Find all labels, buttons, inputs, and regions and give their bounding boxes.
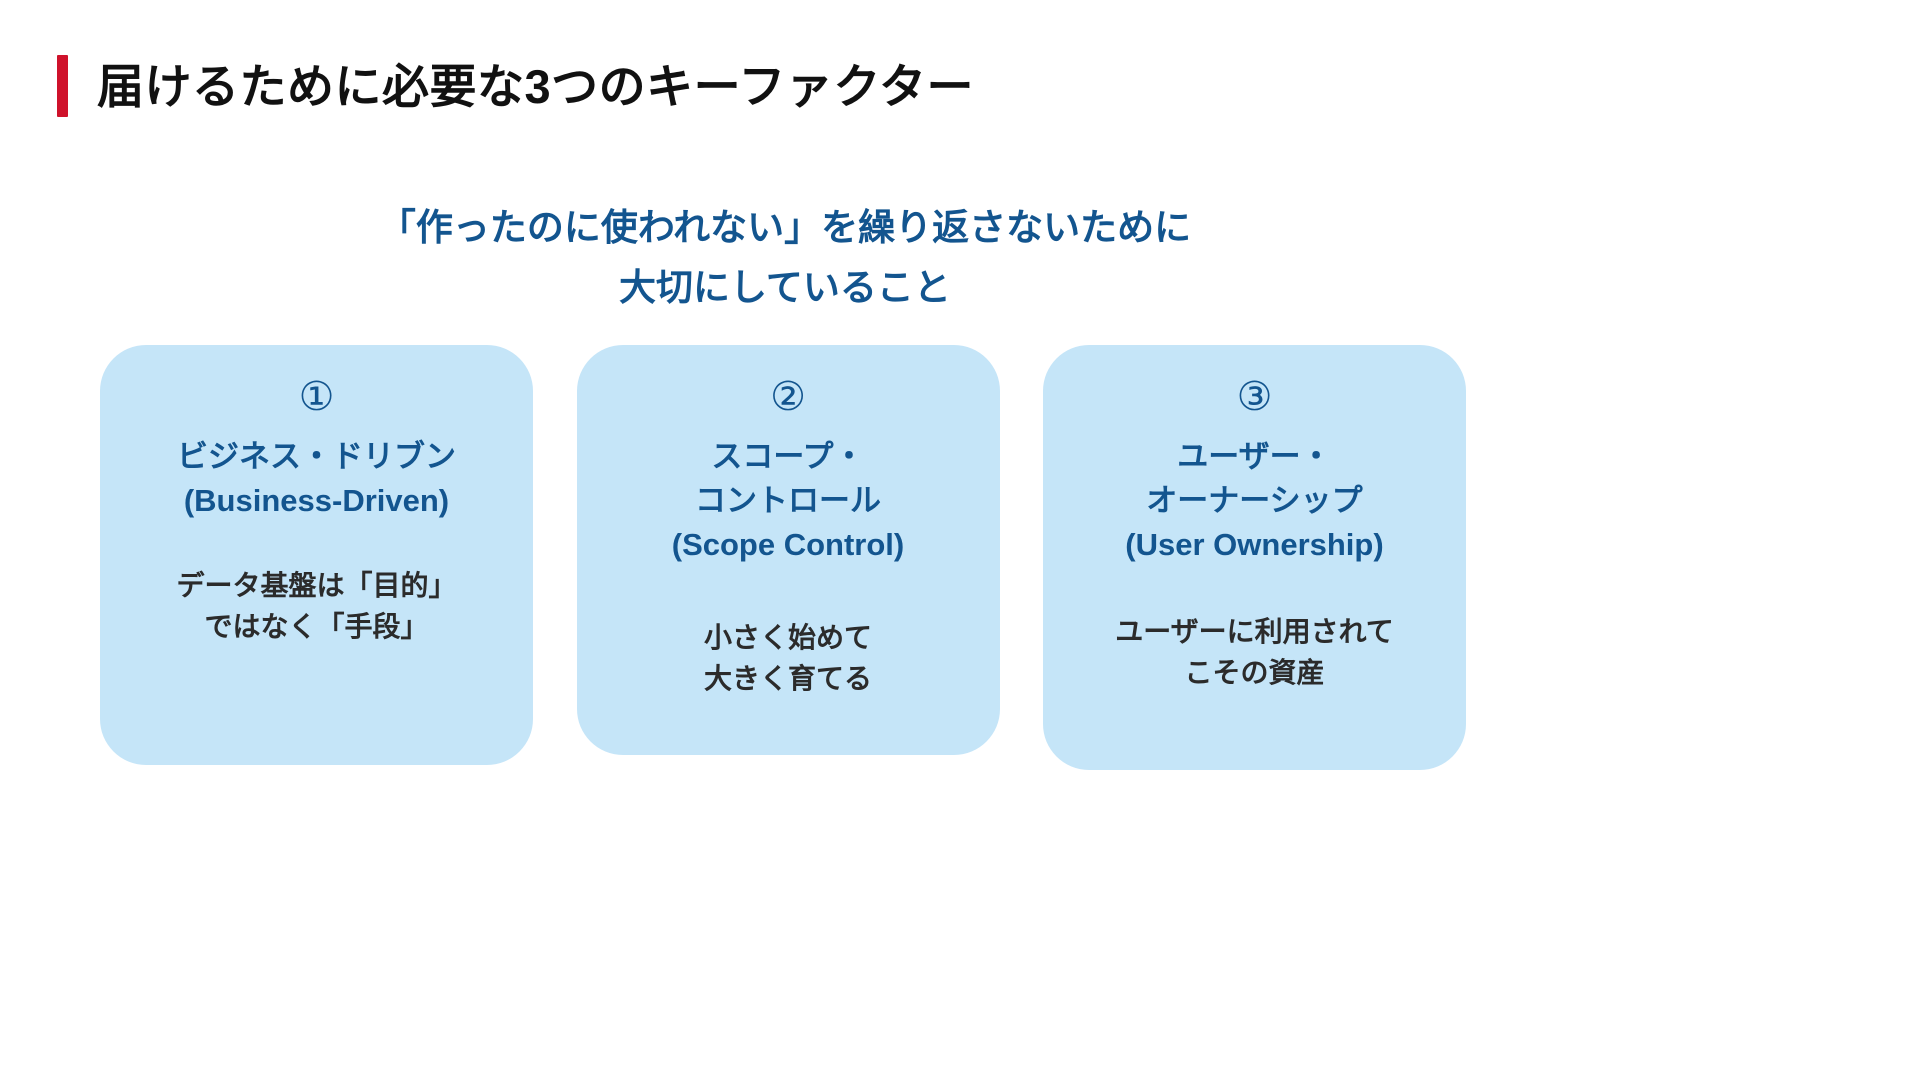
key-factor-card-1: ① ビジネス・ドリブン (Business-Driven) データ基盤は「目的」… — [100, 345, 533, 765]
key-factor-cards: ① ビジネス・ドリブン (Business-Driven) データ基盤は「目的」… — [100, 345, 1466, 770]
card-1-description: データ基盤は「目的」 ではなく「手段」 — [176, 565, 456, 648]
title-accent-bar — [57, 55, 68, 117]
card-2-number-badge: ② — [770, 374, 806, 420]
card-1-title-line-1: ビジネス・ドリブン — [177, 439, 456, 474]
card-2-title-line-1: スコープ・ — [711, 439, 865, 474]
card-2-title-line-3: (Scope Control) — [671, 527, 905, 563]
card-1-title: ビジネス・ドリブン (Business-Driven) — [177, 435, 456, 523]
card-1-desc-line-1: データ基盤は「目的」 — [176, 570, 457, 602]
page-title: 届けるために必要な3つのキーファクター — [57, 52, 974, 120]
card-2-desc-line-1: 小さく始めて — [703, 622, 872, 654]
card-3-desc-line-1: ユーザーに利用されて — [1115, 616, 1394, 648]
card-3-number-badge: ③ — [1236, 374, 1273, 420]
card-3-title-line-3: (User Ownership) — [1125, 527, 1384, 563]
card-3-title-line-2: オーナーシップ — [1146, 483, 1363, 519]
subtitle: 「作ったのに使われない」を繰り返さないために 大切にしていること — [0, 198, 1570, 318]
card-1-desc-line-2: ではなく「手段」 — [204, 611, 429, 643]
page-title-text: 届けるために必要な3つのキーファクター — [97, 59, 974, 113]
card-3-description: ユーザーに利用されて こその資産 — [1115, 611, 1394, 694]
card-2-description: 小さく始めて 大きく育てる — [704, 617, 872, 700]
card-1-number-badge: ① — [298, 374, 335, 420]
card-2-title: スコープ・ コントロール (Scope Control) — [672, 435, 905, 567]
card-3-desc-line-2: こその資産 — [1184, 657, 1325, 689]
card-1-title-line-2: (Business-Driven) — [183, 483, 450, 519]
subtitle-line-1: 「作ったのに使われない」を繰り返さないために — [378, 207, 1192, 248]
key-factor-card-2: ② スコープ・ コントロール (Scope Control) 小さく始めて 大き… — [576, 345, 1000, 755]
subtitle-line-2: 大切にしていること — [619, 266, 951, 308]
card-2-title-line-2: コントロール — [695, 483, 881, 519]
card-3-title: ユーザー・ オーナーシップ (User Ownership) — [1125, 435, 1383, 567]
card-2-desc-line-2: 大きく育てる — [703, 663, 872, 695]
key-factor-card-3: ③ ユーザー・ オーナーシップ (User Ownership) ユーザーに利用… — [1043, 345, 1466, 770]
card-3-title-line-1: ユーザー・ — [1177, 439, 1332, 474]
